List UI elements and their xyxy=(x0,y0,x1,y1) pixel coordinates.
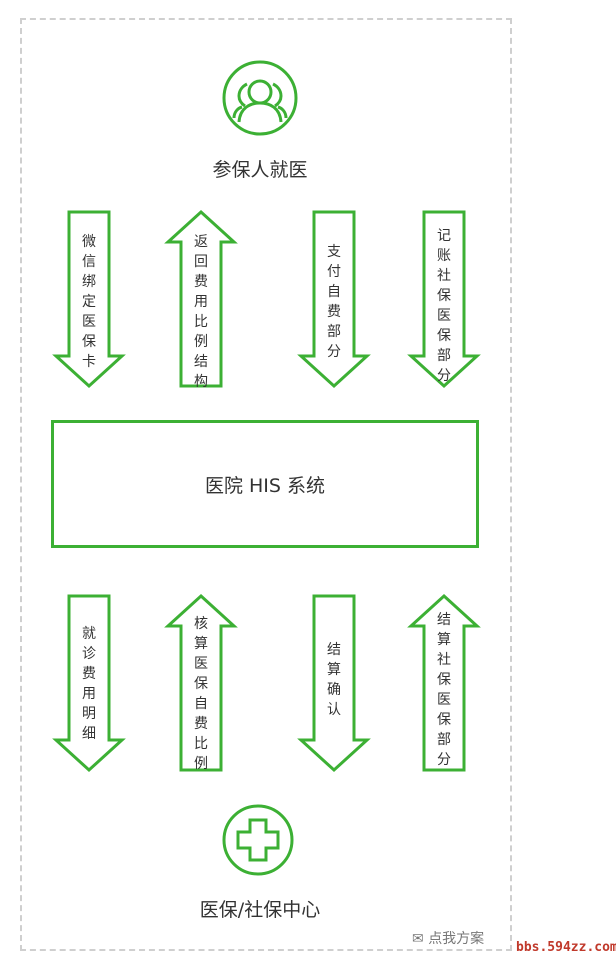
bottom-arrow-1-down xyxy=(52,594,126,773)
bottom-node-label: 医保/社保中心 xyxy=(199,899,321,921)
bottom-arrow-3-label: 结算确认 xyxy=(327,642,341,718)
top-arrow-4-label: 记账社保医保部分 xyxy=(437,228,451,384)
bottom-arrow-4-label: 结算社保医保部分 xyxy=(437,612,451,768)
top-arrow-1-label: 微信绑定医保卡 xyxy=(82,234,96,370)
wechat-icon: ✉ xyxy=(412,931,424,947)
top-arrow-2-label: 返回费用比例结构 xyxy=(194,234,208,390)
watermark: ✉ 点我方案 xyxy=(412,928,484,948)
people-icon xyxy=(222,60,298,136)
his-system-box: 医院 HIS 系统 xyxy=(51,420,479,548)
top-arrow-3-label: 支付自费部分 xyxy=(327,244,341,360)
medical-cross-icon xyxy=(222,804,294,876)
top-arrow-3-down xyxy=(297,210,371,389)
his-system-label: 医院 HIS 系统 xyxy=(204,474,326,497)
top-arrow-4-down xyxy=(407,210,481,389)
top-arrow-2-up xyxy=(164,209,238,388)
top-arrow-1-down xyxy=(52,210,126,389)
diagram-frame xyxy=(20,18,512,951)
bottom-arrow-2-label: 核算医保自费比例 xyxy=(194,616,208,772)
bottom-arrow-2-up xyxy=(164,593,238,772)
bottom-arrow-1-label: 就诊费用明细 xyxy=(82,626,96,742)
bottom-arrow-4-up xyxy=(407,593,481,772)
watermark-text: 点我方案 xyxy=(428,931,485,947)
top-node-label: 参保人就医 xyxy=(212,159,308,181)
site-url: bbs.594zz.com xyxy=(516,940,616,955)
bottom-arrow-3-down xyxy=(297,594,371,773)
